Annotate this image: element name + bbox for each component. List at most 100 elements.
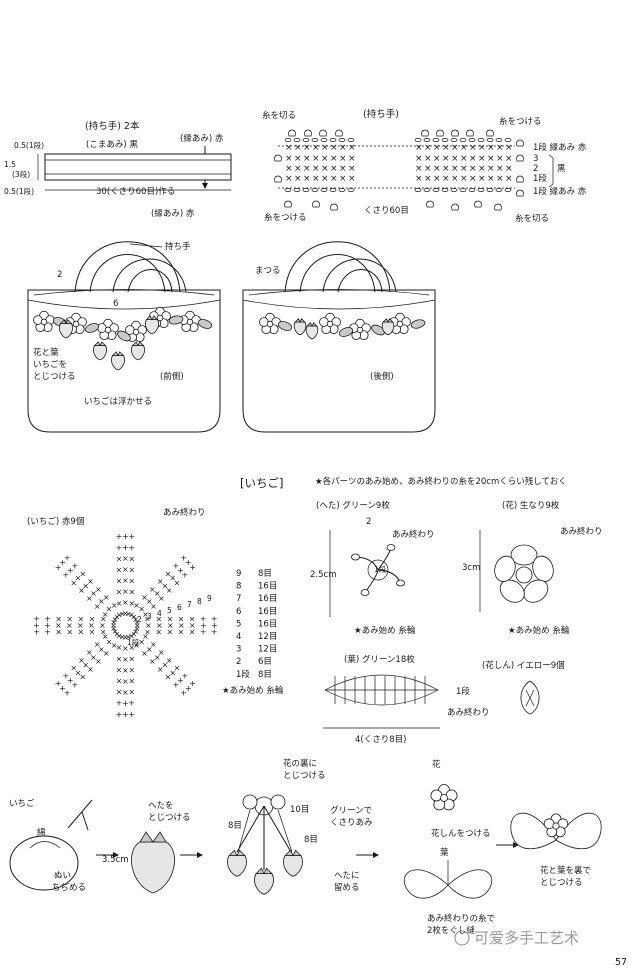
- picot-stitch: [274, 175, 282, 183]
- flower-petal: [97, 323, 107, 333]
- stitch-x: +: [122, 543, 129, 552]
- calyx-section: (へた) グリーン9枚 あみ終わり 2.5cm 2 1段 ★あみ始め 糸輪: [310, 500, 435, 636]
- flower-petal: [543, 818, 555, 830]
- calyx-row-2: 2: [366, 517, 371, 527]
- strawberry-row-number: 5: [167, 606, 172, 615]
- stitch-x: ×: [99, 621, 106, 630]
- chain-stitch: [450, 188, 458, 192]
- strawberry-table-count: 12目: [258, 632, 277, 642]
- watermark-text: 可爱多手工艺术: [474, 929, 579, 947]
- stitch-x: +: [44, 621, 51, 630]
- stitch-x: ×: [66, 615, 73, 624]
- leaf-shape: [371, 324, 385, 336]
- calyx-title: (へた) グリーン9枚: [316, 500, 390, 511]
- strawberry-shape: [145, 319, 159, 335]
- flower-chart-petal: [499, 579, 525, 603]
- chain-stitch: [284, 138, 292, 142]
- assembly-to-calyx-1: へたに: [334, 871, 360, 881]
- chain-stitch: [414, 188, 422, 192]
- stitch-x: ×: [415, 154, 423, 164]
- stitch-x: ×: [150, 640, 157, 649]
- bag-back-sew-label: まつる: [255, 266, 281, 276]
- stitch-x: ×: [116, 677, 123, 686]
- stitch-x: ×: [330, 154, 338, 164]
- handle-chart-title: (持ち手): [363, 108, 399, 120]
- chain-stitch: [450, 138, 458, 142]
- chain-stitch: [495, 138, 503, 142]
- stitch-x: ×: [119, 633, 126, 642]
- chain-stitch: [504, 138, 512, 142]
- stitch-x: +: [211, 615, 218, 624]
- stitch-x: ×: [424, 174, 432, 184]
- stitch-x: ×: [128, 576, 135, 585]
- strawberry-shape: [93, 345, 107, 361]
- strawberry-row-number: 8: [197, 597, 202, 606]
- stitch-x: ×: [339, 164, 347, 174]
- flower-center: [356, 326, 364, 334]
- flower-petal: [430, 789, 443, 802]
- stitch-x: ×: [122, 598, 129, 607]
- stitch-x: ×: [128, 599, 135, 608]
- flower-center: [72, 320, 80, 328]
- strawberry-table-count: 16目: [258, 607, 277, 617]
- assembly-hanashin: 花しんをつける: [431, 828, 491, 839]
- center-section: (花しん) イエロー9個: [482, 660, 565, 715]
- stitch-x: +: [72, 562, 79, 571]
- flower-chart-petal: [523, 579, 549, 603]
- stitch-x: ×: [70, 664, 77, 673]
- stitch-x: ×: [70, 578, 77, 587]
- stitch-x: +: [44, 627, 51, 636]
- handle-chart-attach-top-right: 糸をつける: [499, 116, 542, 127]
- handle-strip-dim-05-top: 0.5(1段): [14, 140, 44, 150]
- stitch-x: ×: [144, 615, 151, 624]
- stitch-x: ×: [128, 554, 135, 563]
- stitch-x: ×: [174, 664, 181, 673]
- strawberry-table-row: 1段: [236, 669, 250, 680]
- assembly-wata-label: 綿: [37, 827, 46, 838]
- calyx-stitch-chart: [351, 544, 405, 596]
- stitch-x: ×: [122, 677, 129, 686]
- strawberry-table-count: 16目: [258, 594, 277, 604]
- stitch-x: +: [172, 680, 179, 689]
- stitch-x: ×: [132, 615, 139, 624]
- stitch-x: ×: [87, 577, 94, 586]
- calyx-shape: [255, 867, 273, 875]
- bag-back-illustration: まつる (後側): [242, 241, 436, 433]
- stitch-x: ×: [122, 565, 129, 574]
- picot-stitch: [451, 129, 459, 137]
- stitch-x: +: [122, 699, 129, 708]
- stitch-x: ×: [122, 576, 129, 585]
- handle-chart-row-1: 1段: [533, 173, 547, 184]
- stitch-x: ×: [312, 174, 320, 184]
- parts-note: ★各パーツのあみ始め、あみ終わりの糸を20cmくらい残しておく: [315, 476, 567, 487]
- strawberry-section: [いちご] ★各パーツのあみ始め、あみ終わりの糸を20cmくらい残しておく (い…: [27, 476, 567, 719]
- leaf-shape: [338, 327, 354, 337]
- stitch-x: ×: [158, 648, 165, 657]
- flower-center: [132, 328, 140, 336]
- flower-center: [396, 320, 404, 328]
- stitch-x: ×: [178, 627, 185, 636]
- strawberry-table-count: 16目: [258, 582, 277, 592]
- stitch-x: ×: [330, 164, 338, 174]
- stitch-x: ×: [496, 143, 504, 153]
- chain-stitch: [423, 138, 431, 142]
- chain-stitch: [504, 188, 512, 192]
- chain-stitch: [311, 138, 319, 142]
- picot-stitch: [304, 129, 312, 137]
- stitch-x: ×: [142, 610, 149, 619]
- chain-stitch: [329, 188, 337, 192]
- strawberry-row-number: 7: [187, 600, 192, 609]
- stitch-x: ×: [154, 589, 161, 598]
- stitch-x: ×: [112, 627, 119, 636]
- picot-stitch: [474, 200, 482, 208]
- stitch-x: ×: [487, 154, 495, 164]
- footer: 可爱多手工艺术 57: [454, 929, 627, 968]
- assembly-green-chain-1: グリーンで: [330, 805, 372, 816]
- stitch-x: ×: [460, 154, 468, 164]
- flower-size: 3cm: [462, 563, 480, 573]
- chain-stitch: [338, 188, 346, 192]
- chain-stitch: [302, 188, 310, 192]
- stitch-x: ×: [128, 565, 135, 574]
- flower-petal: [319, 317, 329, 327]
